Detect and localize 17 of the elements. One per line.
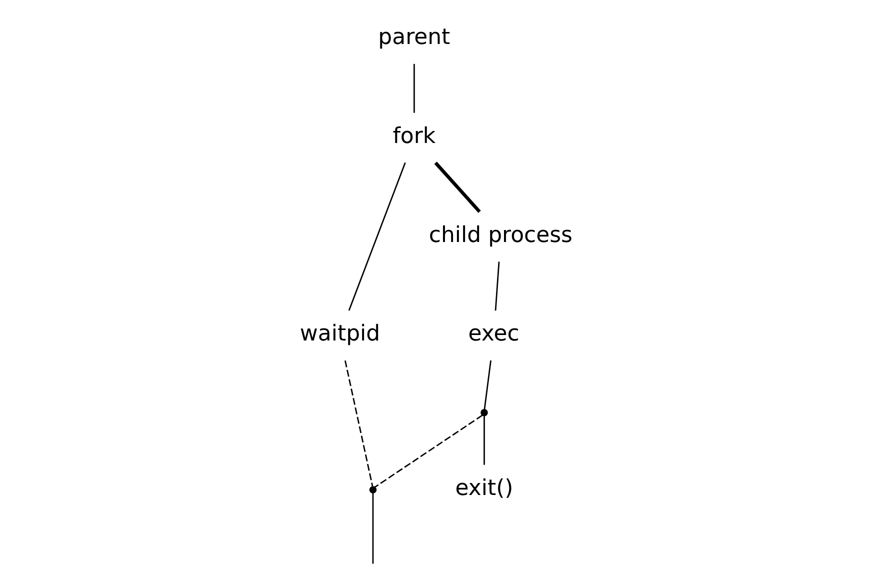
connector bbox=[344, 360, 373, 486]
connector bbox=[374, 414, 482, 488]
connector bbox=[413, 64, 414, 113]
node-text: fork bbox=[392, 124, 436, 149]
node-text: parent bbox=[378, 25, 450, 50]
node-text: exec bbox=[468, 322, 519, 347]
node-text: child process bbox=[428, 222, 572, 248]
connector bbox=[372, 492, 374, 564]
connector bbox=[483, 416, 484, 465]
node-point bbox=[480, 408, 488, 416]
connector bbox=[483, 360, 491, 410]
connector bbox=[434, 162, 480, 213]
connector bbox=[348, 162, 406, 311]
node-text: waitpid bbox=[299, 322, 380, 347]
node-point bbox=[368, 486, 376, 494]
connector bbox=[494, 262, 500, 311]
node-text: exit() bbox=[454, 476, 513, 501]
